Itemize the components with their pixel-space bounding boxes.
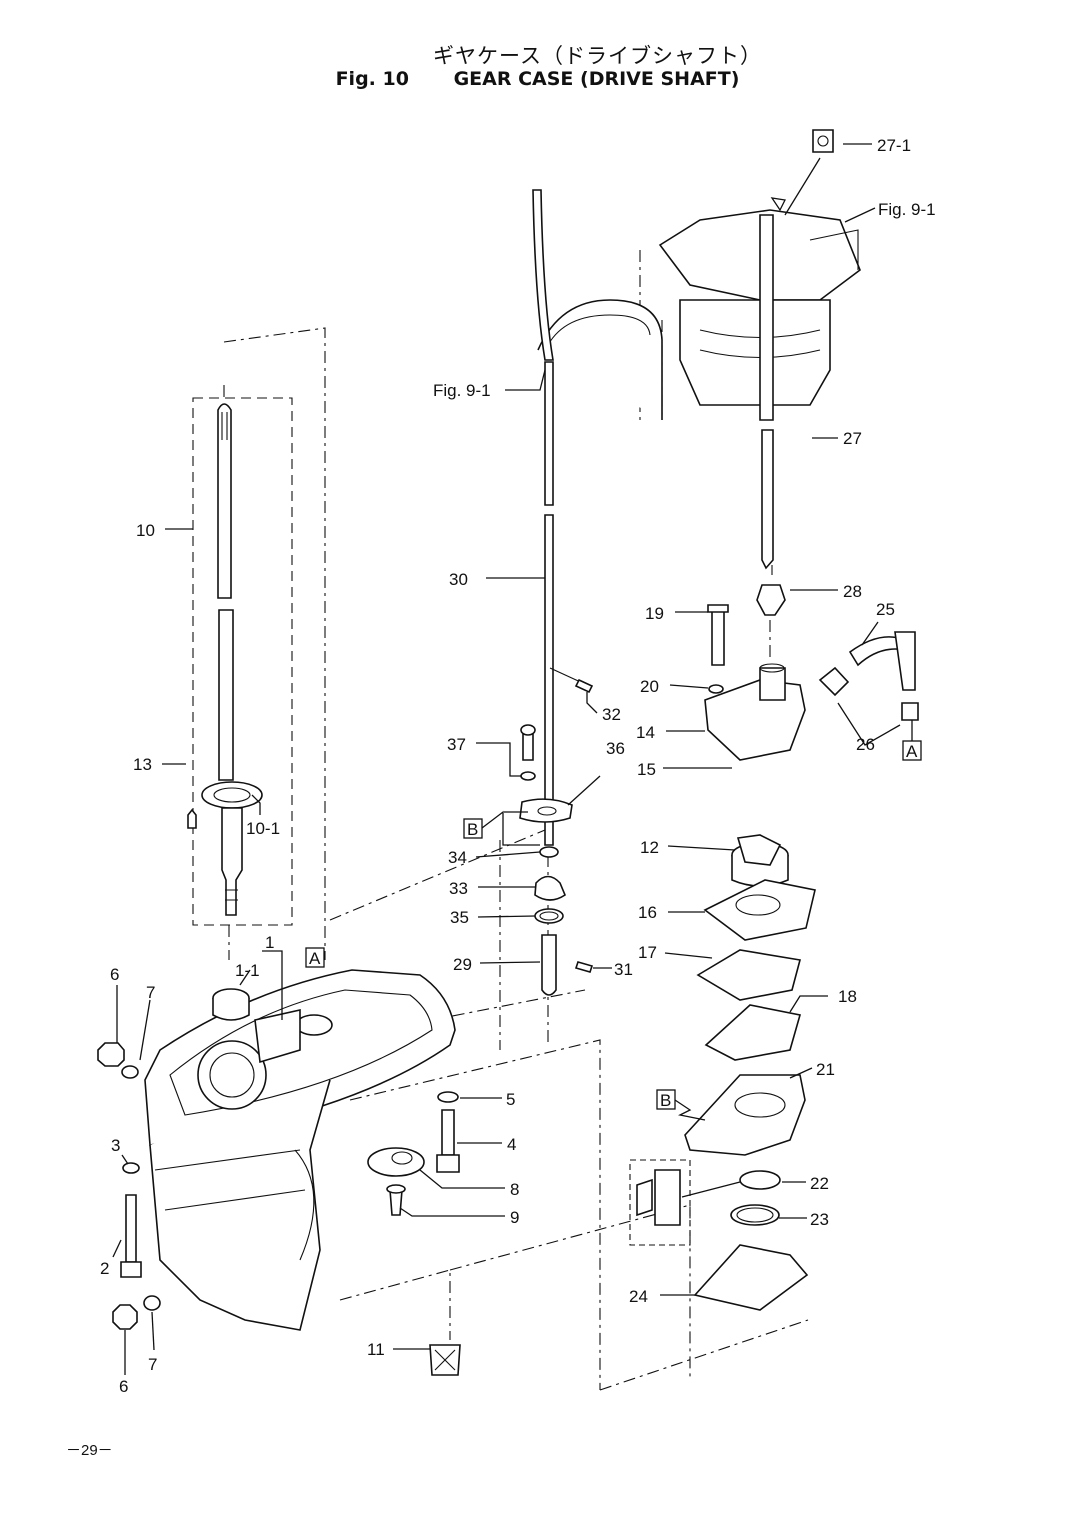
callout-35: 35: [450, 908, 469, 927]
callout-18: 18: [838, 987, 857, 1006]
callout-10: 10: [136, 521, 155, 540]
callout-34: 34: [448, 848, 467, 867]
callout-1-1: 1-1: [235, 961, 260, 980]
callout-33: 33: [449, 879, 468, 898]
callout-7-top: 7: [146, 983, 155, 1002]
callout-31: 31: [614, 960, 633, 979]
reference-mark-a-right: A: [902, 740, 922, 761]
callout-6-bottom: 6: [119, 1377, 128, 1396]
callout-29: 29: [453, 955, 472, 974]
svg-text:B: B: [660, 1091, 671, 1110]
callout-36: 36: [606, 739, 625, 758]
water-tube-assembly: [519, 189, 594, 996]
callout-2: 2: [100, 1259, 109, 1278]
callout-7-bottom: 7: [148, 1355, 157, 1374]
callout-20: 20: [640, 677, 659, 696]
callout-9: 9: [510, 1208, 519, 1227]
callout-1: 1: [265, 933, 274, 952]
svg-text:A: A: [309, 949, 321, 968]
upper-housing-drawing: [537, 209, 861, 420]
callout-32: 32: [602, 705, 621, 724]
page-number: －29－: [66, 1442, 113, 1459]
water-pump-assembly: [629, 129, 919, 1311]
callout-28: 28: [843, 582, 862, 601]
callout-26: 26: [856, 735, 875, 754]
callout-6-top: 6: [110, 965, 119, 984]
diagram-title-japanese: ギヤケース（ドライブシャフト）: [433, 44, 762, 68]
callout-12: 12: [640, 838, 659, 857]
callout-11: 11: [367, 1340, 385, 1359]
callout-numbers: 27-1 Fig. 9-1 Fig. 9-1 27 10 30 28 19 25…: [100, 136, 936, 1396]
callout-5: 5: [506, 1090, 515, 1109]
reference-mark-b-mid: B: [463, 818, 483, 839]
callout-37: 37: [447, 735, 466, 754]
svg-text:B: B: [467, 820, 478, 839]
callout-4: 4: [507, 1135, 516, 1154]
diagram-title-row: Fig. 10 GEAR CASE (DRIVE SHAFT): [0, 68, 1075, 90]
diagram-title-english: GEAR CASE (DRIVE SHAFT): [453, 68, 740, 90]
callout-14: 14: [636, 723, 655, 742]
callout-10-1: 10-1: [246, 819, 280, 838]
callout-3: 3: [111, 1136, 120, 1155]
callout-21: 21: [816, 1060, 835, 1079]
gear-case-housing: [144, 969, 456, 1331]
callout-24: 24: [629, 1287, 648, 1306]
callout-30: 30: [449, 570, 468, 589]
callout-17: 17: [638, 943, 657, 962]
callout-27-1: 27-1: [877, 136, 911, 155]
callout-8: 8: [510, 1180, 519, 1199]
callout-25: 25: [876, 600, 895, 619]
callout-16: 16: [638, 903, 657, 922]
callout-15: 15: [637, 760, 656, 779]
callout-27: 27: [843, 429, 862, 448]
callout-19: 19: [645, 604, 664, 623]
drive-shaft: [187, 403, 263, 916]
figure-number: Fig. 10: [335, 68, 409, 90]
svg-text:A: A: [906, 742, 918, 761]
callout-22: 22: [810, 1174, 829, 1193]
fasteners-left: [97, 1042, 161, 1330]
callout-23: 23: [810, 1210, 829, 1229]
callout-leader-lines: [112, 143, 901, 1375]
callout-fig9-1-mid: Fig. 9-1: [433, 381, 491, 400]
fasteners-center: [367, 1091, 461, 1376]
callout-fig9-1-top: Fig. 9-1: [878, 200, 936, 219]
callout-13: 13: [133, 755, 152, 774]
reference-mark-a-top: A: [305, 947, 325, 968]
reference-mark-b-low: B: [656, 1089, 676, 1110]
